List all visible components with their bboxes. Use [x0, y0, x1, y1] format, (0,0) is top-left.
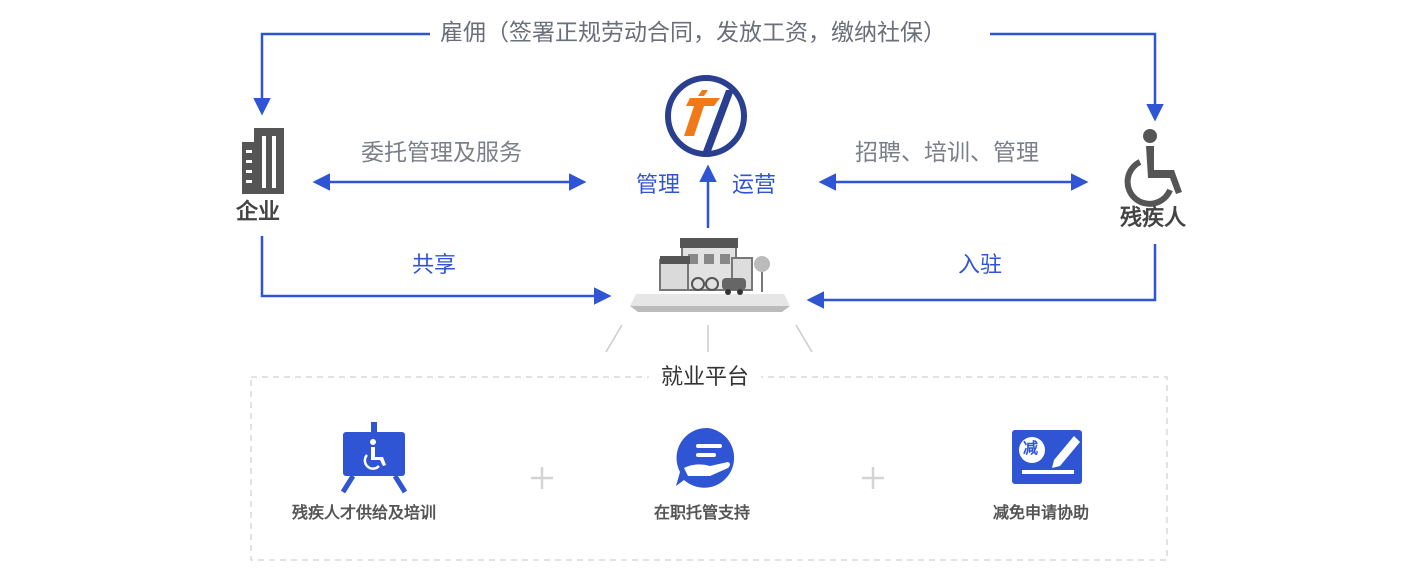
- platform-services-box: [250, 376, 1168, 561]
- building-icon: [242, 128, 284, 194]
- employment-connector: [253, 32, 430, 116]
- service-reduction-assist: 减免申请协助: [993, 503, 1090, 522]
- platform-city-icon: [630, 238, 790, 312]
- enterprise-label: 企业: [236, 200, 281, 225]
- platform-divider-right: [795, 324, 813, 353]
- hand-support-icon: [676, 427, 735, 488]
- recruit-label: 招聘、培训、管理: [855, 140, 1039, 166]
- employment-label: 雇佣（签署正规劳动合同，发放工资，缴纳社保）: [430, 22, 956, 45]
- platform-title: 就业平台: [649, 367, 762, 389]
- settle-connector: [806, 244, 1157, 309]
- service-talent-training: 残疾人才供给及培训: [292, 503, 437, 522]
- operation-label: 运营: [732, 173, 777, 198]
- platform-logo-icon: [665, 75, 747, 157]
- plus-icon: [862, 467, 884, 489]
- platform-divider-left: [605, 324, 623, 353]
- settle-label: 入驻: [958, 253, 1003, 278]
- tax-reduction-icon: [1012, 430, 1082, 484]
- disabled-person-label: 残疾人: [1120, 206, 1187, 231]
- plus-icon: [531, 467, 553, 489]
- management-label: 管理: [636, 173, 681, 198]
- wheelchair-icon: [1124, 129, 1182, 207]
- share-label: 共享: [412, 253, 457, 278]
- wheelchair-board-icon: [340, 422, 408, 494]
- employment-connector-right: [990, 32, 1164, 122]
- reduction-badge: 减: [1023, 439, 1039, 457]
- service-onjob-support: 在职托管支持: [654, 503, 751, 522]
- entrust-label: 委托管理及服务: [361, 140, 522, 166]
- share-connector: [260, 236, 612, 305]
